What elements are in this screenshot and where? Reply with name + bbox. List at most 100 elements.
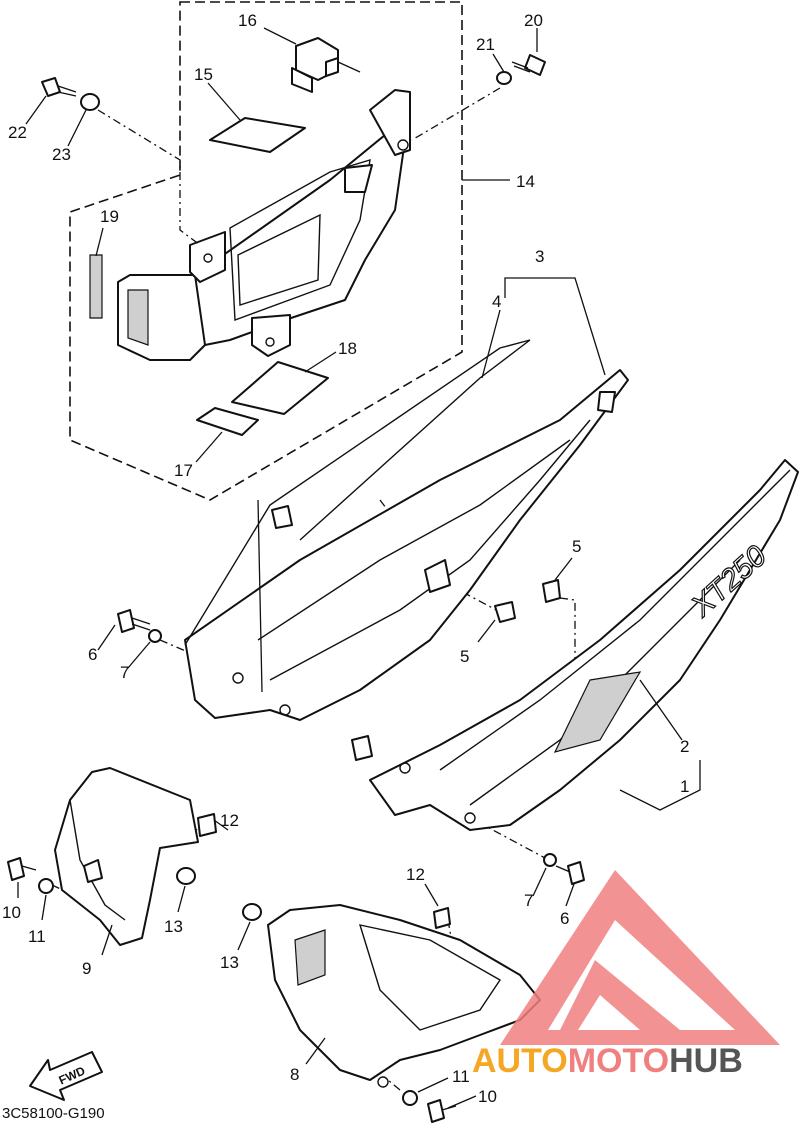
- callout-3: 3: [535, 247, 544, 266]
- callout-9: 9: [82, 959, 91, 978]
- leader-15: [207, 82, 241, 121]
- leader-rib-left: [257, 499, 263, 693]
- callout-14: 14: [516, 172, 535, 191]
- washer-7-left: [148, 629, 162, 643]
- bolt-6-right: [555, 861, 585, 885]
- drawing-code: 3C58100-G190: [2, 1105, 105, 1122]
- callout-13-right: 13: [220, 953, 239, 972]
- watermark-word-hub: HUB: [669, 1042, 743, 1080]
- collar-23: [80, 93, 100, 111]
- callout-11-right: 11: [452, 1067, 470, 1086]
- callout-19: 19: [100, 207, 119, 226]
- callout-7-left: 7: [120, 663, 129, 682]
- leader-7b: [532, 867, 547, 897]
- align-line-grommet-5: [379, 499, 501, 613]
- align-line-right-cover: [559, 597, 576, 660]
- leader-5-mid: [477, 619, 496, 643]
- leader-23: [67, 109, 87, 147]
- callout-4: 4: [492, 292, 501, 311]
- leader-12: [213, 819, 229, 831]
- small-cover-9: [54, 767, 199, 946]
- forward-arrow-icon: FWD: [29, 1051, 103, 1101]
- washer-7-right: [543, 853, 557, 867]
- callout-6-left: 6: [88, 645, 97, 664]
- grommet-5-right: [542, 579, 561, 603]
- washer-21: [496, 71, 512, 85]
- leader-6: [97, 624, 116, 651]
- bolt-10-right: [427, 1099, 457, 1123]
- callout-8: 8: [290, 1065, 299, 1084]
- callout-18: 18: [338, 339, 357, 358]
- watermark-logo: [500, 870, 780, 1045]
- collar-11-right: [402, 1090, 418, 1106]
- align-line-bolt-23: [97, 109, 201, 246]
- leader-16b: [337, 61, 361, 73]
- bolt-22: [41, 77, 77, 97]
- watermark-inner-icon: [560, 960, 680, 1030]
- callout-7-right: 7: [524, 891, 533, 910]
- leader-11b: [417, 1077, 449, 1093]
- watermark-text: AUTOMOTOHUB: [472, 1042, 743, 1080]
- callout-1: 1: [680, 777, 689, 796]
- leader-12b: [424, 883, 439, 907]
- watermark-word-auto: AUTO: [472, 1042, 568, 1080]
- callout-11-left: 11: [28, 927, 46, 946]
- side-cover-right-1: [369, 459, 799, 831]
- leader-10b: [447, 1095, 477, 1109]
- align-line-bolt-11b: [387, 1079, 401, 1091]
- grommet-13-right: [242, 903, 262, 921]
- leader-13: [177, 885, 186, 913]
- callout-16: 16: [238, 11, 257, 30]
- leader-4: [481, 309, 501, 379]
- leader-17: [195, 431, 223, 463]
- align-line-bolt-21: [411, 87, 501, 141]
- pad-18: [231, 361, 329, 415]
- leader-21: [492, 53, 505, 73]
- callout-20: 20: [524, 11, 543, 30]
- battery-box: [117, 89, 411, 361]
- leader-19: [95, 227, 104, 257]
- leader-7: [127, 641, 151, 669]
- grommet-5-mid: [494, 601, 516, 623]
- callout-5-top: 5: [572, 537, 581, 556]
- callout-10-left: 10: [2, 903, 21, 922]
- bolt-10-left: [7, 857, 37, 881]
- callout-6-right: 6: [560, 909, 569, 928]
- callout-17: 17: [174, 461, 193, 480]
- grommet-right-cover: [351, 735, 373, 761]
- pad-15: [209, 117, 306, 153]
- leader-13b: [237, 921, 251, 951]
- assembly-boundary-14: [69, 1, 463, 501]
- callout-15: 15: [194, 65, 213, 84]
- callout-23: 23: [52, 145, 71, 164]
- grommet-13-left: [176, 867, 196, 885]
- leader-9: [101, 924, 113, 956]
- watermark-word-moto: MOTO: [568, 1042, 669, 1080]
- leader-1: [619, 760, 701, 811]
- watermark-triangle-icon: [500, 870, 780, 1045]
- lower-cover-8: [267, 904, 541, 1088]
- callout-2: 2: [680, 737, 689, 756]
- leader-16: [263, 27, 297, 45]
- leader-2: [639, 679, 683, 741]
- callout-10-right: 10: [478, 1087, 497, 1106]
- callout-21: 21: [476, 35, 495, 54]
- grommet-5-top: [271, 505, 293, 529]
- grommet-12-left: [197, 813, 217, 837]
- callout-12-left: 12: [220, 811, 239, 830]
- leader-22: [25, 95, 47, 125]
- callout-13-left: 13: [164, 917, 183, 936]
- grommet-12-right: [433, 907, 451, 929]
- callout-5-mid: 5: [460, 647, 469, 666]
- callout-22: 22: [8, 123, 27, 142]
- leader-8: [305, 1037, 326, 1065]
- side-cover-left-4: [184, 339, 629, 721]
- leader-18: [304, 351, 337, 373]
- leader-6b: [565, 883, 575, 907]
- relay-16: [291, 37, 339, 93]
- bolt-6-left: [117, 609, 151, 633]
- pad-17: [196, 407, 259, 436]
- strip-19: [89, 254, 103, 319]
- collar-11-left: [38, 878, 54, 894]
